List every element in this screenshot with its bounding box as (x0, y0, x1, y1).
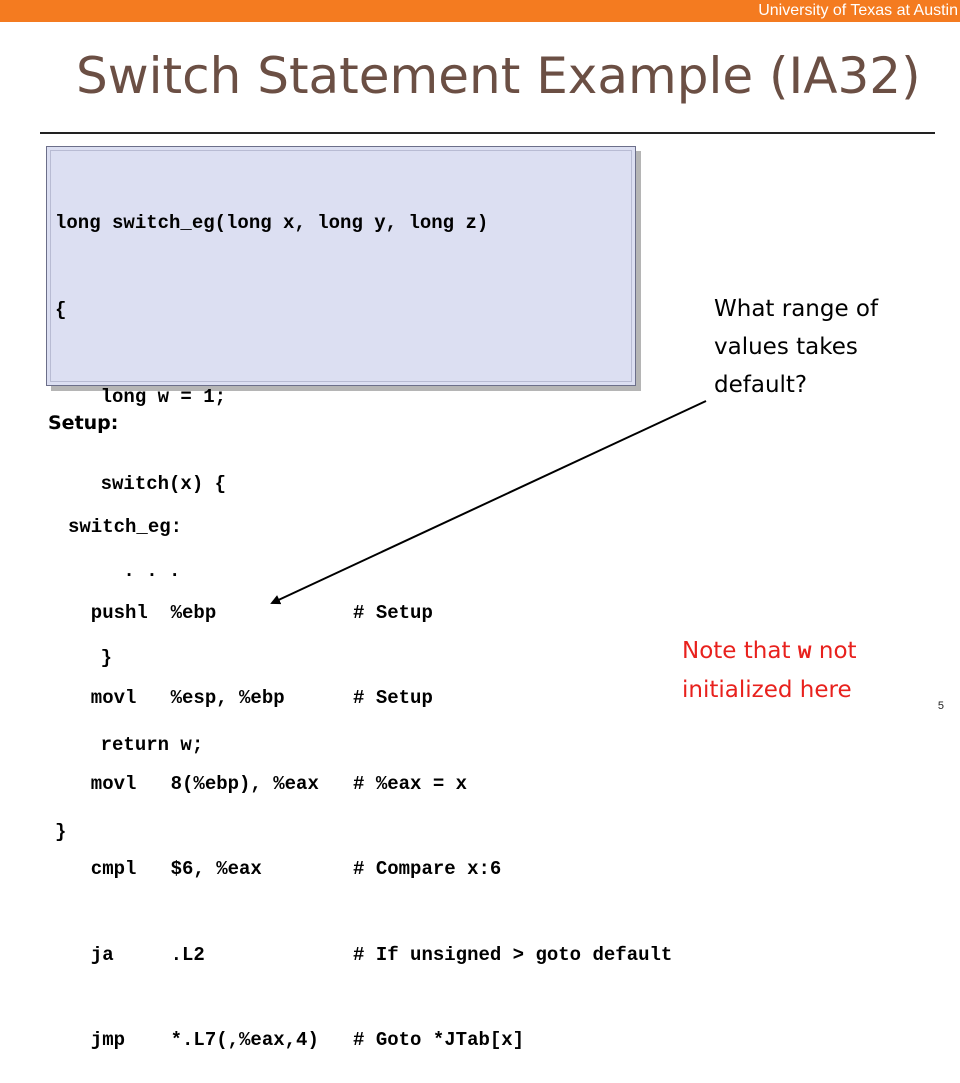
question-callout: What range of values takes default? (714, 296, 879, 398)
note-prefix: Note that (682, 638, 798, 664)
note-suffix: not initialized here (682, 638, 857, 703)
code-box-inner-border (50, 150, 632, 382)
header-bar: University of Texas at Austin (0, 0, 960, 22)
code-line: } (55, 647, 113, 669)
code-line: switch(x) { (55, 473, 227, 495)
title-divider (40, 132, 935, 134)
asm-line: switch_eg: (68, 516, 183, 538)
asm-line: movl 8(%ebp), %eax # %eax = x (68, 772, 468, 795)
asm-line: jmp *.L7(,%eax,4) # Goto *JTab[x] (68, 1029, 525, 1051)
code-line: long w = 1; (55, 386, 227, 408)
c-code-box: long switch_eg(long x, long y, long z) {… (46, 146, 636, 843)
asm-line: ja .L2 # If unsigned > goto default (68, 943, 673, 966)
setup-label: Setup: (48, 412, 119, 434)
assembly-block: switch_eg: pushl %ebp # Setup movl %esp,… (68, 456, 672, 1083)
slide-title: Switch Statement Example (IA32) (76, 47, 921, 105)
note-code: w (797, 639, 812, 665)
code-line: . . . (55, 560, 181, 582)
asm-line: cmpl $6, %eax # Compare x:6 (68, 858, 502, 880)
asm-line: movl %esp, %ebp # Setup (68, 687, 433, 709)
asm-line: pushl %ebp # Setup (68, 601, 433, 624)
code-line: { (55, 299, 67, 321)
page-number: 5 (937, 700, 944, 712)
note-callout: Note that w not initialized here (682, 632, 942, 709)
code-line: long switch_eg(long x, long y, long z) (55, 212, 489, 234)
organization-name: University of Texas at Austin (758, 2, 958, 19)
